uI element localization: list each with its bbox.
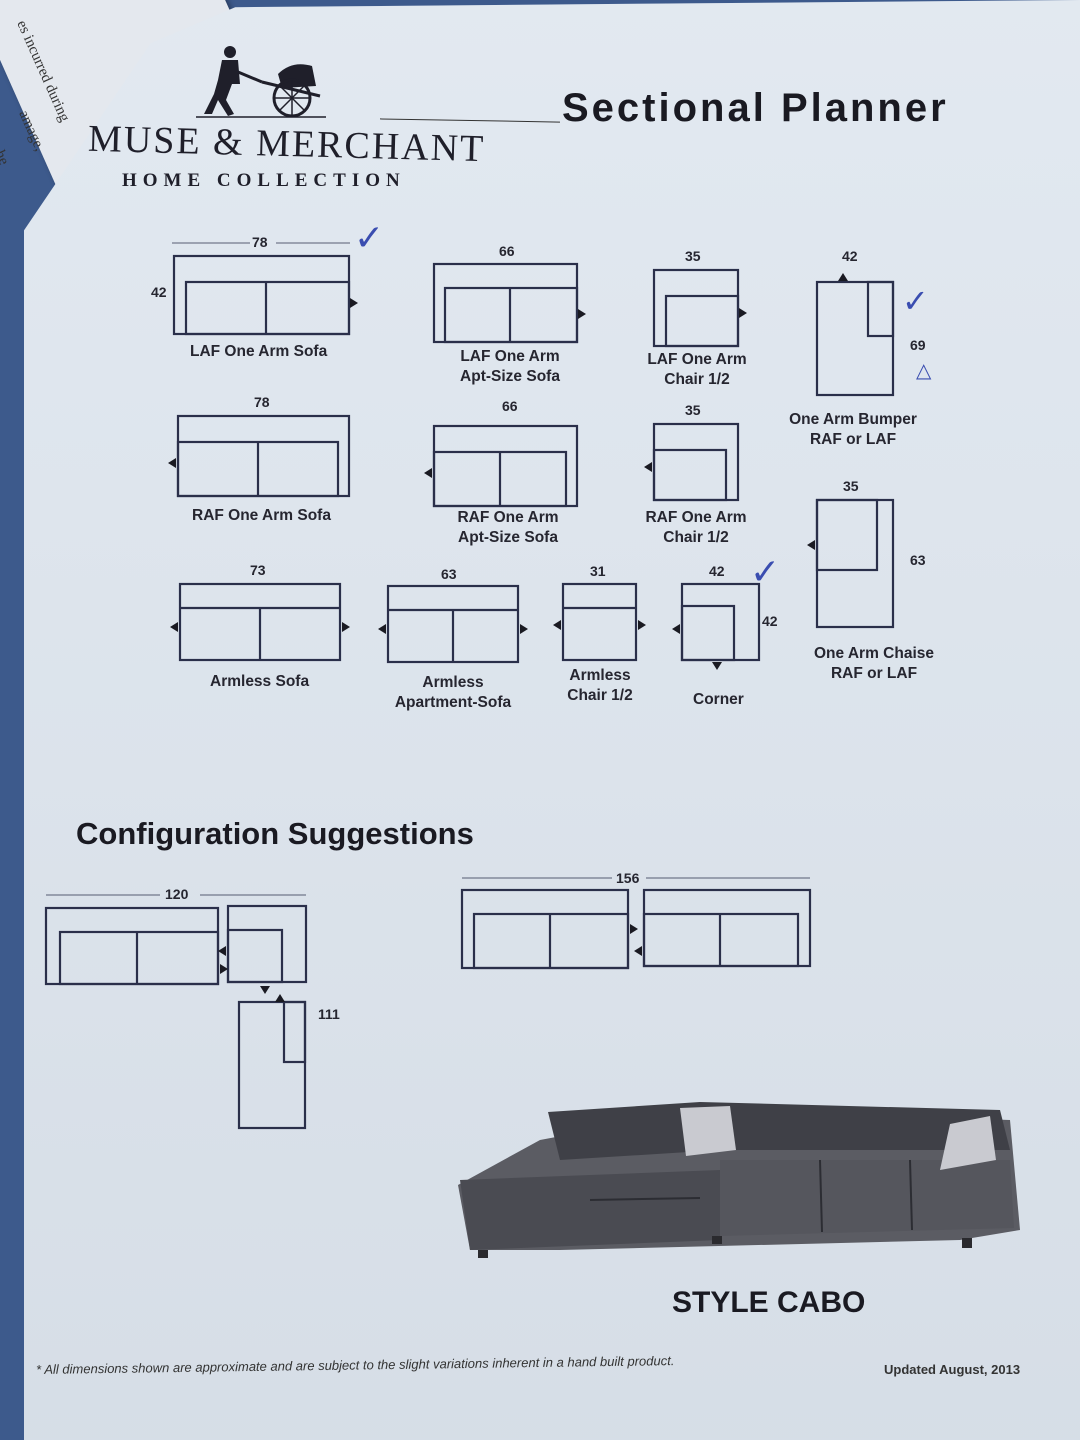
label-raf-chair-line1: RAF One Arm	[645, 509, 747, 526]
brand-subtitle: HOME COLLECTION	[122, 170, 406, 191]
dim-corner-depth: 42	[762, 613, 778, 629]
dim-config1-width: 120	[165, 886, 189, 902]
check-mark-icon-bumper: ✓	[902, 282, 929, 320]
piece-armless-apartment-sofa	[378, 584, 528, 664]
dim-raf-chair-width: 35	[685, 402, 701, 418]
dim-corner-width: 42	[709, 563, 725, 579]
label-armless-apt-sofa-line1: Armless	[422, 674, 484, 691]
label-laf-apt-sofa: LAF One Arm Apt-Size Sofa	[455, 347, 565, 387]
piece-laf-one-arm-apt-sofa	[432, 262, 586, 344]
label-raf-chair: RAF One Arm Chair 1/2	[641, 508, 751, 548]
dim-config1-depth: 111	[318, 1006, 340, 1022]
label-armless-chair: Armless Chair 1/2	[560, 666, 640, 706]
label-raf-one-arm-sofa: RAF One Arm Sofa	[192, 507, 331, 524]
piece-laf-one-arm-sofa	[172, 242, 358, 336]
piece-corner	[672, 582, 761, 670]
label-armless-sofa: Armless Sofa	[210, 673, 310, 690]
piece-raf-one-arm-chair	[644, 422, 740, 502]
piece-armless-chair	[553, 582, 646, 662]
label-laf-apt-sofa-line1: LAF One Arm	[460, 348, 560, 365]
check-mark-icon-corner: ✓	[750, 552, 781, 593]
label-bumper-line1: One Arm Bumper	[789, 411, 917, 428]
label-raf-apt-sofa: RAF One Arm Apt-Size Sofa	[453, 508, 563, 548]
label-raf-apt-sofa-line2: Apt-Size Sofa	[458, 529, 558, 546]
label-raf-apt-sofa-line1: RAF One Arm	[457, 509, 559, 526]
label-laf-apt-sofa-line2: Apt-Size Sofa	[460, 368, 560, 385]
dim-armless-sofa-width: 73	[250, 562, 266, 578]
piece-one-arm-chaise	[807, 498, 895, 629]
config-l-shape	[44, 894, 308, 1130]
piece-raf-one-arm-apt-sofa	[424, 424, 579, 508]
dim-bumper-width: 42	[842, 248, 858, 264]
check-mark-icon: ✓	[354, 218, 385, 259]
label-laf-chair-line2: Chair 1/2	[664, 371, 730, 388]
label-chaise: One Arm Chaise RAF or LAF	[806, 644, 942, 684]
dim-laf-sofa-depth: 42	[151, 284, 167, 300]
piece-one-arm-bumper	[815, 273, 895, 397]
sectional-sofa-illustration	[458, 1102, 1020, 1258]
dim-chaise-width: 35	[843, 478, 859, 494]
label-corner: Corner	[693, 691, 744, 708]
piece-armless-sofa	[170, 582, 350, 662]
dim-chaise-depth: 63	[910, 552, 926, 568]
dim-laf-sofa-width: 78	[252, 234, 268, 250]
label-laf-chair: LAF One Arm Chair 1/2	[642, 350, 752, 390]
label-armless-chair-line1: Armless	[569, 667, 631, 684]
logo-rickshaw-icon	[196, 46, 326, 118]
label-raf-chair-line2: Chair 1/2	[663, 529, 729, 546]
page-title: Sectional Planner	[562, 86, 949, 130]
label-chaise-line2: RAF or LAF	[830, 665, 918, 682]
label-laf-chair-line1: LAF One Arm	[647, 351, 747, 368]
label-laf-one-arm-sofa: LAF One Arm Sofa	[190, 343, 328, 360]
style-name: STYLE CABO	[672, 1286, 866, 1319]
configuration-title: Configuration Suggestions	[76, 816, 474, 851]
dim-laf-chair-width: 35	[685, 248, 701, 264]
dim-armless-apt-sofa-width: 63	[441, 566, 457, 582]
footer-updated: Updated August, 2013	[884, 1362, 1021, 1377]
dim-bumper-depth: 69	[910, 337, 926, 353]
dim-laf-apt-sofa-width: 66	[499, 243, 515, 259]
dim-raf-apt-sofa-width: 66	[502, 398, 518, 414]
label-armless-apt-sofa: Armless Apartment-Sofa	[390, 673, 516, 713]
piece-raf-one-arm-sofa	[168, 414, 351, 498]
dim-armless-chair-width: 31	[590, 563, 606, 579]
label-armless-apt-sofa-line2: Apartment-Sofa	[394, 694, 512, 711]
label-bumper-line2: RAF or LAF	[809, 431, 897, 448]
piece-laf-one-arm-chair	[652, 268, 747, 348]
triangle-mark-icon: △	[916, 358, 932, 382]
dim-raf-sofa-width: 78	[254, 394, 270, 410]
label-bumper: One Arm Bumper RAF or LAF	[782, 410, 924, 450]
dim-config2-width: 156	[616, 870, 640, 886]
config-straight-sofa	[460, 877, 812, 970]
label-armless-chair-line2: Chair 1/2	[567, 687, 633, 704]
label-chaise-line1: One Arm Chaise	[813, 645, 935, 662]
